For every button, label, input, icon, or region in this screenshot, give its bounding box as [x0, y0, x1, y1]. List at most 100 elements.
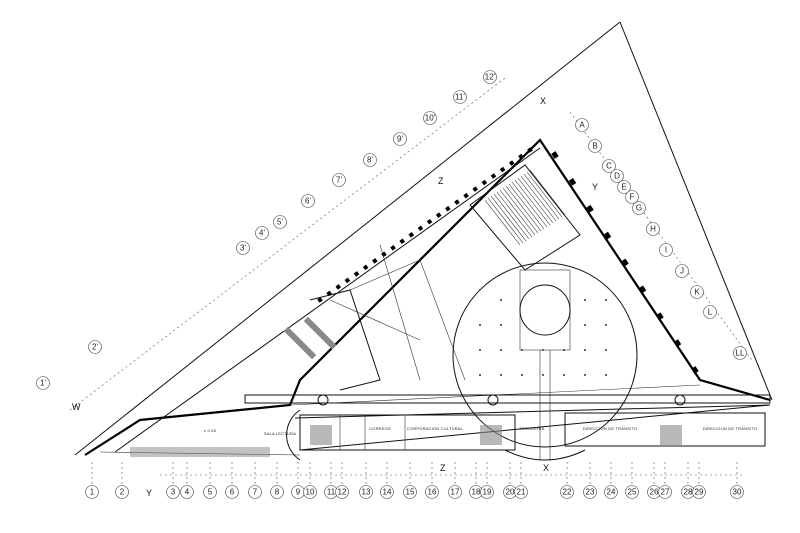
grid-right-E: E — [617, 180, 631, 194]
pillar — [408, 231, 415, 238]
grid-label: 30 — [733, 488, 742, 497]
grid-label: 21 — [517, 488, 526, 497]
pillar — [691, 366, 699, 374]
grid-bubble — [236, 241, 250, 255]
room-sala-lectura: SALA LECTURA — [264, 431, 296, 436]
grid-right-B: B — [588, 139, 602, 153]
section-z-top: Z — [438, 176, 444, 186]
column-dot — [521, 349, 523, 351]
grid-top-5p: 5' — [273, 215, 287, 229]
grid-label: 5' — [277, 218, 283, 227]
grid-label: D — [614, 172, 620, 181]
grid-label: E — [621, 183, 626, 192]
grid-bubble — [393, 132, 407, 146]
grid-bubble — [332, 173, 346, 187]
grid-bubble — [423, 111, 437, 125]
grid-label: 6' — [305, 197, 311, 206]
pillar — [673, 339, 682, 348]
grid-bubble — [514, 485, 528, 499]
column-dot — [605, 349, 607, 351]
section-y-bottom: Y — [146, 488, 152, 498]
seat-row — [490, 195, 527, 242]
pillar — [621, 258, 629, 267]
grid-label: LL — [736, 349, 745, 358]
room-tesoreria: TESORERIA — [520, 426, 545, 431]
grid-bottom-20: 20 — [503, 485, 517, 499]
grid-bottom-16: 16 — [425, 485, 439, 499]
grid-label: 26 — [650, 488, 659, 497]
colonnade — [317, 147, 533, 303]
grid-label: 22 — [563, 488, 572, 497]
grid-bubble — [335, 485, 349, 499]
column-dot — [500, 324, 502, 326]
grid-label: 13 — [362, 488, 371, 497]
grid-bubble — [658, 485, 672, 499]
grid-bubble — [380, 485, 394, 499]
grid-bubble — [203, 485, 217, 499]
section-x-top: X — [540, 96, 546, 106]
grid-bubble — [85, 485, 99, 499]
column-dot — [605, 374, 607, 376]
column-dot — [479, 374, 481, 376]
grid-label: J — [680, 267, 684, 276]
stair-core-1 — [310, 425, 332, 445]
seat-row — [517, 177, 554, 224]
grid-bubble — [115, 485, 129, 499]
grid-bubble — [448, 485, 462, 499]
grid-label: 2 — [120, 488, 125, 497]
section-z-bottom: Z — [440, 463, 446, 473]
grid-bottom-4: 4 — [180, 485, 194, 499]
room-direccion-transito-2: DIRECCION DE TRANSITO — [703, 426, 758, 431]
grid-label: 23 — [586, 488, 595, 497]
grid-right-L: L — [703, 305, 717, 319]
pillar — [463, 192, 469, 199]
pillar — [490, 173, 497, 179]
section-markers: X Z Y W Z X Y — [72, 96, 598, 498]
pillar — [656, 312, 664, 321]
grid-top-8p: 8' — [363, 153, 377, 167]
level-mark: ± 0.00 — [204, 428, 217, 433]
stair-core-2 — [480, 425, 502, 445]
seat-row — [505, 185, 542, 232]
grid-label: 20 — [506, 488, 515, 497]
grid-top-10p: 10' — [423, 111, 437, 125]
pillar — [518, 153, 524, 160]
grid-top-1p: 1' — [36, 376, 50, 390]
column-dot — [542, 374, 544, 376]
grid-label: L — [708, 308, 713, 317]
column-dot — [584, 349, 586, 351]
grid-bottom-23: 23 — [583, 485, 597, 499]
section-x-bottom: X — [543, 463, 549, 473]
grid-bubble — [180, 485, 194, 499]
grid-top-6p: 6' — [301, 194, 315, 208]
stair-core-3 — [660, 425, 682, 445]
seat-row — [529, 169, 566, 216]
section-w-left: W — [72, 402, 81, 412]
column-dot — [584, 374, 586, 376]
grid-bubble — [690, 285, 704, 299]
pillar — [603, 231, 612, 240]
grid-bubble — [88, 340, 102, 354]
grid-label: 2' — [92, 343, 98, 352]
exhibition-hall — [283, 244, 466, 391]
grid-right-D: D — [610, 169, 624, 183]
grid-bubble — [248, 485, 262, 499]
grid-bottom-19: 19 — [480, 485, 494, 499]
grid-label: 14 — [383, 488, 392, 497]
grid-bubble — [273, 215, 287, 229]
grid-bottom-14: 14 — [380, 485, 394, 499]
pillar — [317, 297, 323, 303]
column-dot — [500, 299, 502, 301]
pillar — [568, 177, 577, 186]
grid-bottom-10: 10 — [303, 485, 317, 499]
grid-label: F — [630, 193, 635, 202]
grid-bottom-5: 5 — [203, 485, 217, 499]
seat-row — [487, 197, 524, 244]
column-dot — [500, 349, 502, 351]
grid-bottom-7: 7 — [248, 485, 262, 499]
grid-bottom-22: 22 — [560, 485, 574, 499]
site-boundary — [74, 21, 773, 456]
grid-top-2p: 2' — [88, 340, 102, 354]
pillar — [426, 218, 433, 225]
